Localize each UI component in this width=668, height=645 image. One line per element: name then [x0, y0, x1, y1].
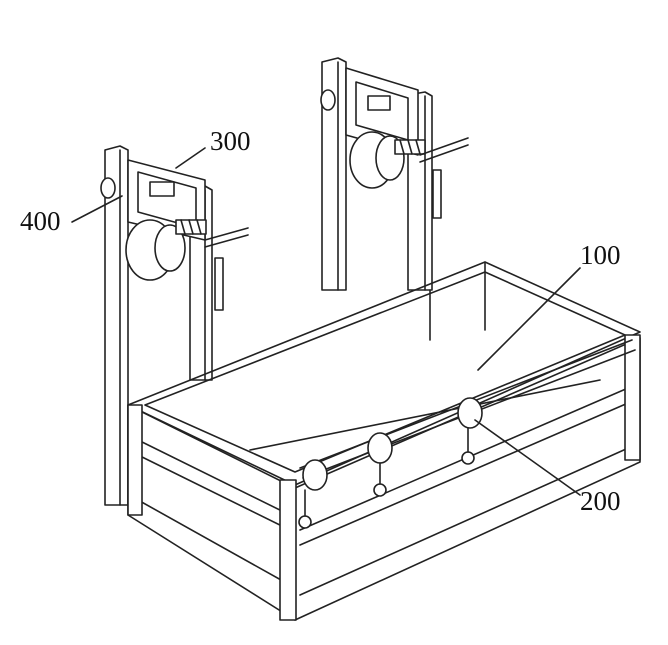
- rod-assembly: [298, 339, 636, 529]
- box-frame: [127, 261, 641, 621]
- leader-100: [477, 267, 581, 371]
- left-winch: [71, 147, 249, 311]
- label-100: 100: [580, 240, 621, 270]
- label-300: 300: [210, 126, 251, 156]
- leader-200: [474, 419, 581, 496]
- label-400: 400: [20, 206, 61, 236]
- label-200: 200: [580, 486, 621, 516]
- right-winch: [320, 67, 469, 219]
